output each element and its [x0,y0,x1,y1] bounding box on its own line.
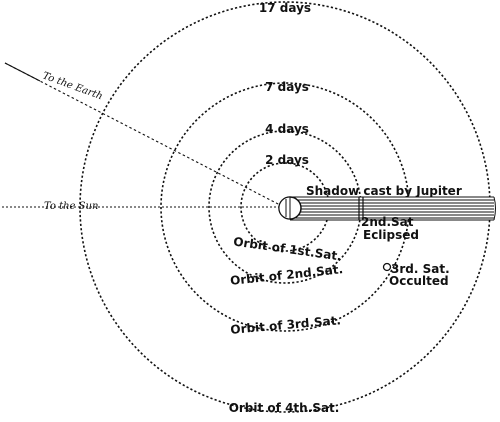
line-to-earth-solid [4,62,41,82]
orbit-label-2nd: Orbit of 2nd.Sat. [229,262,343,288]
orbit-label-3rd: Orbit of 3rd.Sat. [230,313,342,337]
period-label-1st: 2 days [265,153,309,167]
orbit-label-4th: Orbit of 4th.Sat. [229,401,340,415]
third-satellite [382,262,392,272]
to-sun-label: To the Sun [44,201,98,212]
line-to-earth [4,62,283,207]
shadow-label: Shadow cast by Jupiter [306,184,462,198]
period-label-2nd: 4 days [265,122,309,136]
period-label-4th: 17 days [259,1,311,15]
occulted-label-line1: 3rd. Sat. [391,262,450,276]
jupiter-planet [278,196,302,220]
eclipsed-label-line1: 2nd.Sat [361,215,414,229]
jupiter-shadow [290,196,496,221]
occulted-label-line2: Occulted [389,274,449,288]
period-label-3rd: 7 days [265,80,309,94]
eclipsed-label-line2: Eclipsed [363,228,419,242]
orbit-label-1st: Orbit of 1st.Sat. [233,235,343,264]
